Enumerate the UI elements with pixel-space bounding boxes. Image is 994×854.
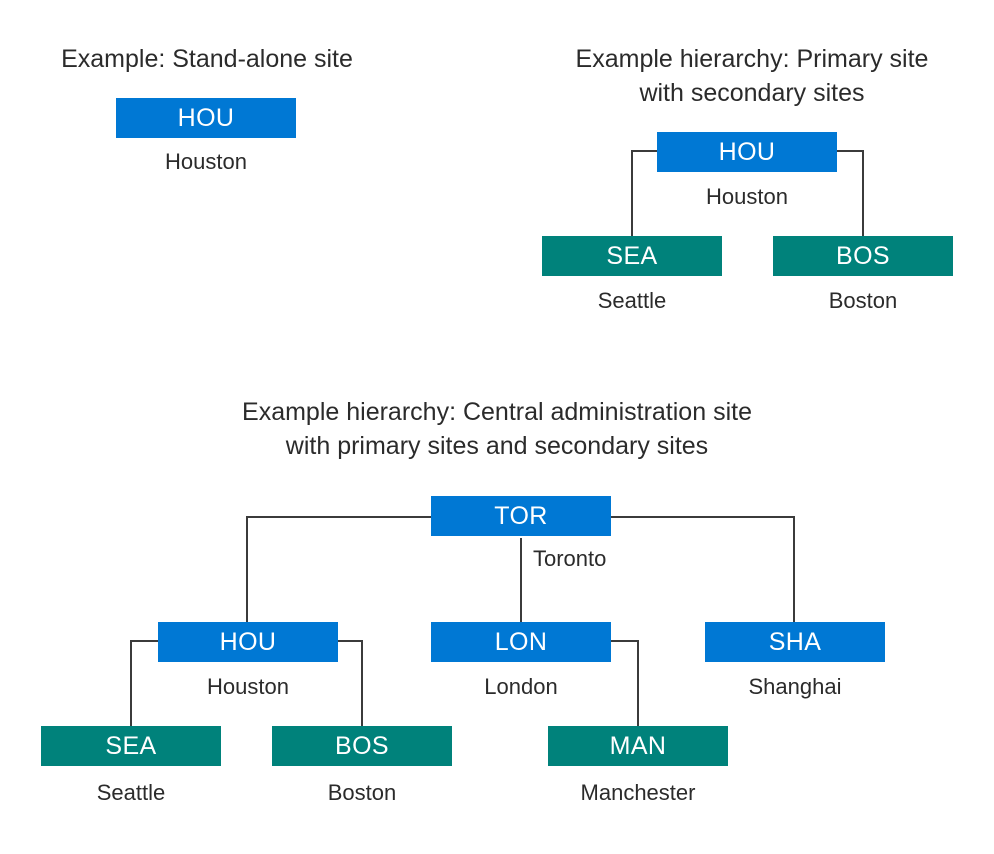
caption-manchester: Manchester xyxy=(580,780,696,805)
connector-hou-sea-vertical-2 xyxy=(130,640,132,728)
connector-hou-sea-horizontal xyxy=(631,150,659,152)
connector-lon-man-vertical xyxy=(637,640,639,728)
standalone-section-title: Example: Stand-alone site xyxy=(61,45,353,73)
node-code: MAN xyxy=(609,731,667,760)
caption-boston-central-admin: Boston xyxy=(327,780,397,805)
central-admin-section-title: Example hierarchy: Central administratio… xyxy=(242,398,752,460)
connector-tor-hou-vertical xyxy=(246,516,248,622)
node-code: HOU xyxy=(177,103,235,132)
connector-hou-bos-horizontal xyxy=(834,150,864,152)
connector-tor-sha-horizontal xyxy=(609,516,795,518)
node-hou-standalone[interactable]: HOU xyxy=(116,98,296,138)
node-tor-central-admin[interactable]: TOR xyxy=(431,496,611,536)
caption-toronto: Toronto xyxy=(533,546,607,571)
node-code: HOU xyxy=(219,627,277,656)
connector-tor-lon-vertical xyxy=(520,538,522,622)
node-lon-central-admin[interactable]: LON xyxy=(431,622,611,662)
node-code: HOU xyxy=(718,137,776,166)
connector-hou-bos-vertical xyxy=(862,150,864,238)
node-code: BOS xyxy=(836,241,890,270)
caption-london: London xyxy=(484,674,558,699)
node-code: SEA xyxy=(606,241,658,270)
node-bos-central-admin[interactable]: BOS xyxy=(272,726,452,766)
node-code: SHA xyxy=(768,627,822,656)
caption-boston-primary: Boston xyxy=(828,288,898,313)
connector-hou-bos-vertical-2 xyxy=(361,640,363,728)
caption-houston-standalone: Houston xyxy=(165,149,247,174)
caption-seattle-primary: Seattle xyxy=(597,288,667,313)
node-code: SEA xyxy=(105,731,157,760)
caption-shanghai: Shanghai xyxy=(748,674,842,699)
connector-tor-sha-vertical xyxy=(793,516,795,622)
primary-secondary-section-title: Example hierarchy: Primary site with sec… xyxy=(575,45,929,107)
node-man-central-admin[interactable]: MAN xyxy=(548,726,728,766)
node-sea-secondary[interactable]: SEA xyxy=(542,236,722,276)
node-bos-secondary[interactable]: BOS xyxy=(773,236,953,276)
connector-lon-man-horizontal xyxy=(609,640,639,642)
node-hou-primary[interactable]: HOU xyxy=(657,132,837,172)
connector-hou-sea-horizontal-2 xyxy=(130,640,160,642)
node-sha-central-admin[interactable]: SHA xyxy=(705,622,885,662)
node-code: TOR xyxy=(494,501,548,530)
caption-seattle-central-admin: Seattle xyxy=(96,780,166,805)
caption-houston-central-admin: Houston xyxy=(207,674,289,699)
node-code: BOS xyxy=(335,731,389,760)
node-hou-central-admin[interactable]: HOU xyxy=(158,622,338,662)
connector-tor-hou-horizontal xyxy=(246,516,433,518)
connector-hou-sea-vertical xyxy=(631,150,633,238)
node-code: LON xyxy=(494,627,548,656)
caption-houston-primary: Houston xyxy=(706,184,788,209)
connector-hou-bos-horizontal-2 xyxy=(335,640,363,642)
node-sea-central-admin[interactable]: SEA xyxy=(41,726,221,766)
